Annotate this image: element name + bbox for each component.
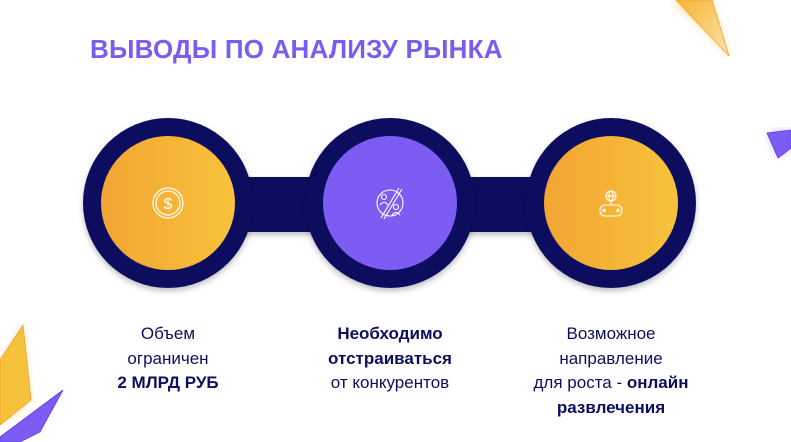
caption-highlight: Необходимо [337, 324, 443, 343]
step-caption-3: Возможное направление для роста - онлайн… [501, 322, 721, 420]
competitors-icon [376, 187, 404, 220]
caption-highlight: отстраиваться [328, 348, 452, 368]
caption-line: направление [559, 348, 663, 368]
caption-highlight: развлечения [556, 397, 666, 417]
caption-highlight: 2 МЛРД РУБ [117, 373, 219, 392]
caption-line: Возможное [566, 324, 656, 343]
step-caption-1: Объем ограничен 2 МЛРД РУБ [58, 322, 278, 396]
gamepad-globe-icon [599, 190, 623, 217]
decor-triangle-top-right [670, 0, 730, 57]
dollar-coin-icon: $ [152, 187, 184, 219]
caption-line: для роста - онлайн [501, 371, 721, 396]
caption-line: ограничен [127, 348, 209, 368]
decor-triangle-right [766, 129, 791, 159]
caption-text: для роста - [533, 373, 627, 392]
caption-highlight: онлайн [626, 373, 689, 392]
page-title: ВЫВОДЫ ПО АНАЛИЗУ РЫНКА [90, 34, 503, 64]
step-caption-2: Необходимо отстраиваться от конкурентов [280, 322, 500, 396]
caption-line: от конкурентов [330, 373, 450, 392]
decor-triangles-bottom-left [0, 323, 64, 442]
svg-text:$: $ [164, 196, 173, 213]
caption-line: Объем [140, 324, 196, 343]
